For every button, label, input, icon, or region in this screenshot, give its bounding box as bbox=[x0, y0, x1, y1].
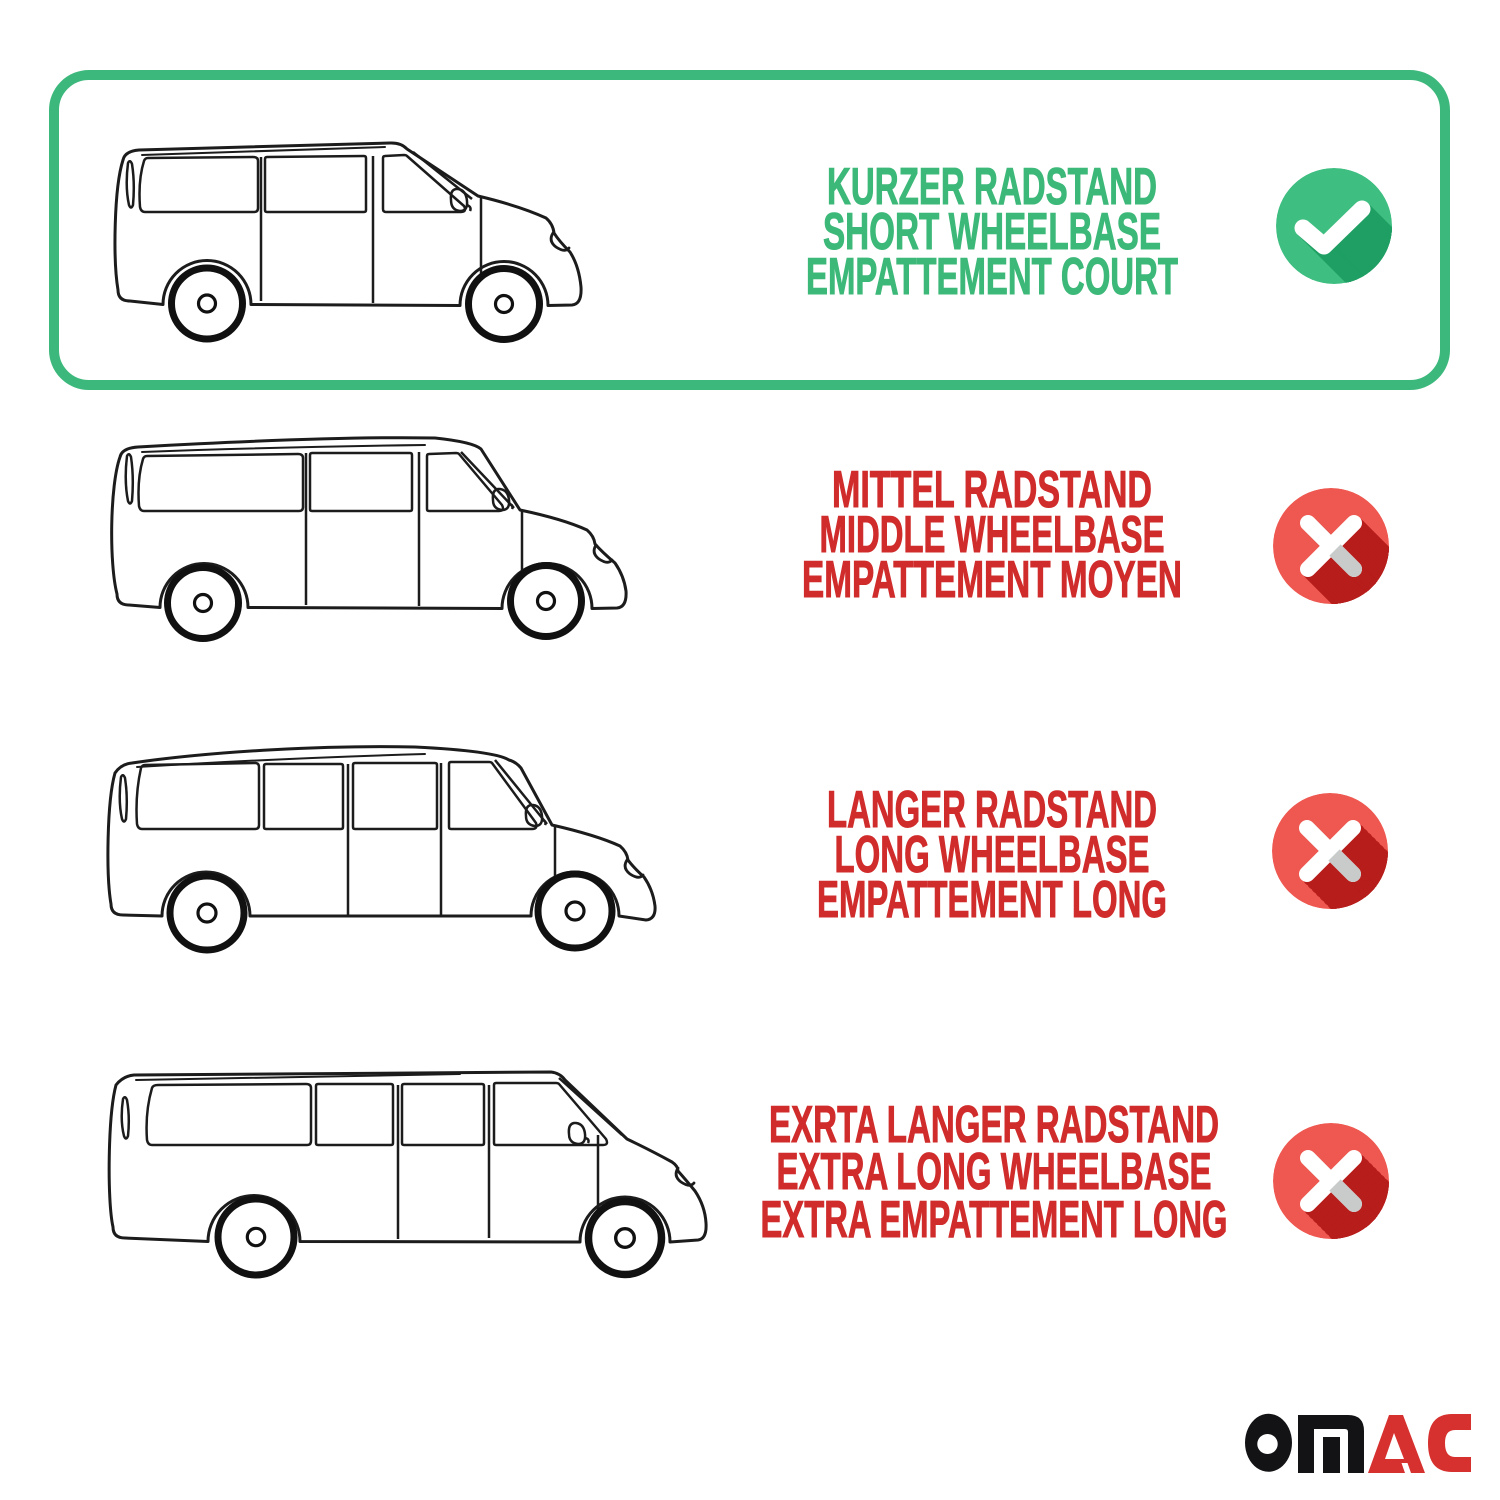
svg-text:EXRTA LANGER RADSTAND: EXRTA LANGER RADSTAND bbox=[769, 1096, 1219, 1154]
svg-text:LONG WHEELBASE: LONG WHEELBASE bbox=[835, 826, 1150, 884]
svg-text:MIDDLE WHEELBASE: MIDDLE WHEELBASE bbox=[820, 506, 1165, 564]
svg-text:EMPATTEMENT LONG: EMPATTEMENT LONG bbox=[817, 871, 1167, 929]
svg-text:KURZER RADSTAND: KURZER RADSTAND bbox=[827, 158, 1157, 216]
svg-text:EMPATTEMENT MOYEN: EMPATTEMENT MOYEN bbox=[802, 551, 1182, 609]
svg-text:SHORT WHEELBASE: SHORT WHEELBASE bbox=[823, 203, 1161, 261]
svg-text:LANGER RADSTAND: LANGER RADSTAND bbox=[827, 781, 1157, 839]
svg-text:EXTRA LONG WHEELBASE: EXTRA LONG WHEELBASE bbox=[777, 1143, 1212, 1201]
svg-text:MITTEL RADSTAND: MITTEL RADSTAND bbox=[832, 461, 1152, 519]
svg-text:EXTRA EMPATTEMENT LONG: EXTRA EMPATTEMENT LONG bbox=[761, 1191, 1228, 1249]
svg-text:EMPATTEMENT COURT: EMPATTEMENT COURT bbox=[806, 248, 1178, 306]
